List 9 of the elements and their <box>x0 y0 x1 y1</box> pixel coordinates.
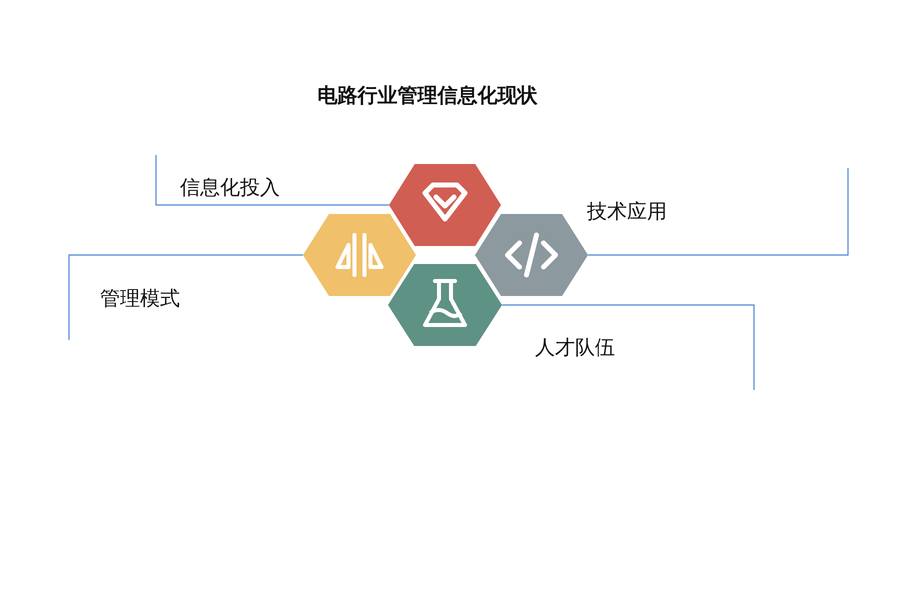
leader-line <box>588 168 849 256</box>
category-label: 技术应用 <box>587 199 667 223</box>
leader-line <box>502 304 755 390</box>
leader-line <box>68 254 303 340</box>
category-label: 人才队伍 <box>535 335 615 359</box>
category-label: 信息化投入 <box>180 175 280 199</box>
category-label: 管理模式 <box>100 286 180 310</box>
diagram-title: 电路行业管理信息化现状 <box>316 82 538 109</box>
leader-line <box>155 155 389 206</box>
